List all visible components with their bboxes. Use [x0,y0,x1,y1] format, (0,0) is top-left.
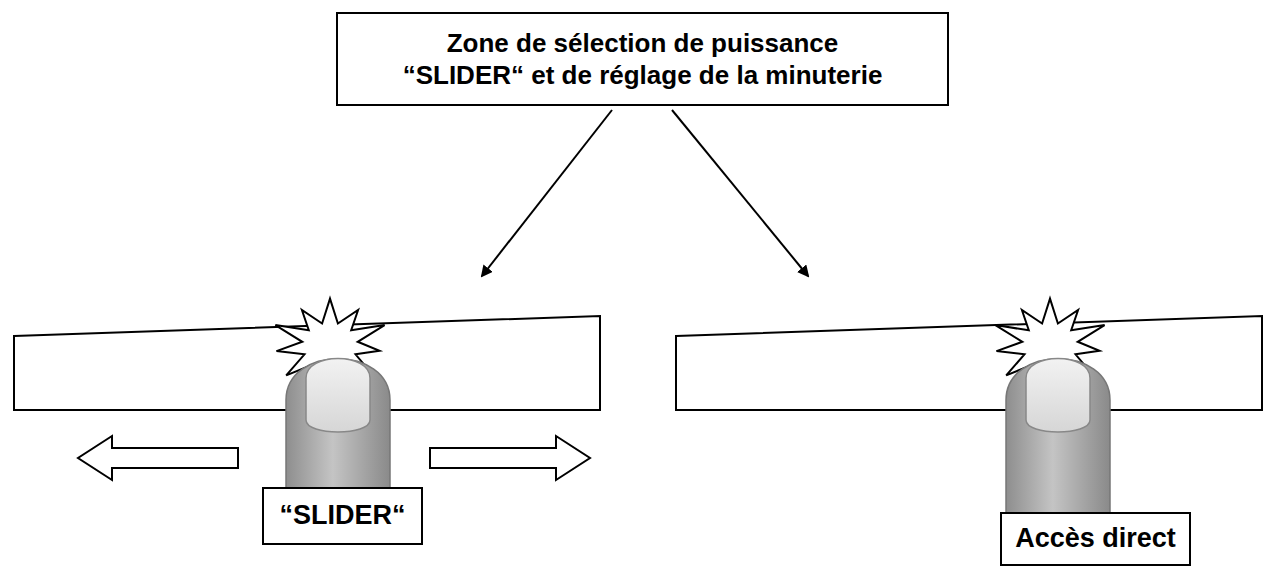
slide-arrow [430,436,590,480]
box-text: Zone de sélection de puissance “SLIDER“ … [353,27,932,92]
title-box: Zone de sélection de puissance “SLIDER“ … [336,12,949,106]
box-text: Accès direct [1015,522,1176,556]
leader-arrow [672,110,808,276]
touch-bar [676,316,1262,410]
label-box: “SLIDER“ [262,487,423,545]
leader-arrow [482,110,612,276]
slide-arrow [78,436,238,480]
box-text: “SLIDER“ [279,499,405,533]
finger [1006,359,1110,521]
label-box: Accès direct [1000,512,1191,566]
